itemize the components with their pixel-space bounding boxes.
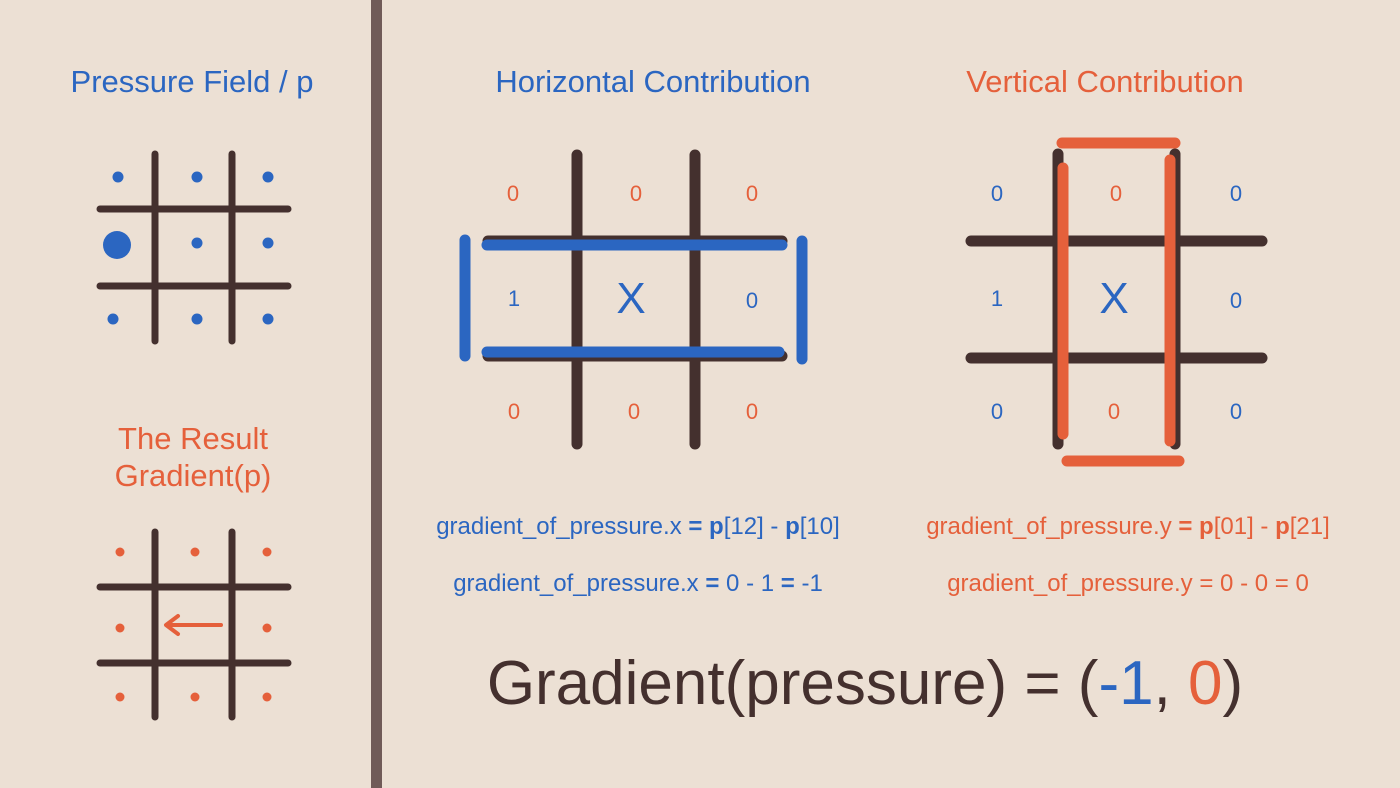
h-cell-20: 0: [507, 399, 521, 424]
horizontal-contribution-title: Horizontal Contribution: [495, 64, 811, 99]
h-cell-00: 0: [506, 181, 520, 206]
final-x-value: -1: [1098, 649, 1154, 718]
v-cell-02: 0: [1229, 181, 1243, 206]
y-result-a: 0: [1220, 570, 1234, 597]
y-formula-p2: p: [1275, 513, 1290, 540]
result-dot: [190, 547, 200, 557]
y-result-value: 0: [1295, 570, 1309, 597]
pressure-dot: [112, 171, 124, 183]
x-result: gradient_of_pressure.x = 0 - 1 = -1: [398, 570, 878, 598]
x-formula-p1: p: [709, 513, 724, 540]
x-result-b: 1: [760, 570, 775, 597]
y-result-equals: =: [1199, 570, 1214, 597]
x-formula-p2: p: [785, 513, 800, 540]
result-title-line2: Gradient(p): [114, 458, 272, 493]
horizontal-highlight: [459, 234, 808, 365]
pressure-dot: [262, 171, 274, 183]
y-formula-index1: [01]: [1213, 513, 1254, 540]
result-dot: [190, 692, 200, 702]
v-cell-20: 0: [990, 399, 1004, 424]
y-formula-index2: [21]: [1289, 513, 1330, 540]
h-cell-12: 0: [745, 288, 759, 313]
result-grid: [96, 528, 292, 721]
y-result-lhs: gradient_of_pressure.y: [947, 570, 1193, 597]
final-comma: ,: [1153, 649, 1189, 718]
pressure-dot: [191, 237, 203, 249]
y-result: gradient_of_pressure.y = 0 - 0 = 0: [888, 570, 1368, 598]
final-prefix: Gradient(pressure) = (: [486, 649, 1099, 718]
pressure-field-dots: [103, 171, 274, 325]
x-result-value: -1: [801, 570, 823, 597]
pressure-dot: [262, 237, 274, 249]
v-cell-21: 0: [1107, 399, 1121, 424]
vertical-highlight: [1056, 137, 1185, 467]
h-cell-21: 0: [627, 399, 641, 424]
result-dot: [115, 547, 125, 557]
final-y-value: 0: [1188, 649, 1223, 718]
v-cell-12: 0: [1229, 288, 1243, 313]
v-cell-11-target: X: [1099, 274, 1129, 323]
v-cell-10: 1: [990, 286, 1004, 311]
result-dot: [115, 692, 125, 702]
pressure-dot: [191, 313, 203, 325]
x-formula-index2: [10]: [799, 513, 840, 540]
y-formula-lhs: gradient_of_pressure.y: [926, 513, 1172, 540]
pressure-dot-large: [103, 231, 131, 259]
result-title-line1: The Result: [118, 421, 268, 456]
y-formula-p1: p: [1199, 513, 1214, 540]
pressure-dot: [191, 171, 203, 183]
y-result-minus: -: [1240, 570, 1249, 597]
y-formula: gradient_of_pressure.y = p[01] - p[21]: [888, 513, 1368, 541]
result-dot: [262, 692, 272, 702]
x-formula-equals: =: [688, 513, 703, 540]
x-formula-lhs: gradient_of_pressure.x: [436, 513, 682, 540]
y-formula-equals: =: [1178, 513, 1193, 540]
x-formula: gradient_of_pressure.x = p[12] - p[10]: [398, 513, 878, 541]
result-dot: [115, 623, 125, 633]
pressure-field-grid: [96, 150, 292, 345]
result-dots: [115, 547, 272, 702]
x-result-equals2: =: [780, 570, 795, 597]
final-suffix: ): [1222, 649, 1244, 718]
v-cell-22: 0: [1229, 399, 1243, 424]
final-gradient: Gradient(pressure) = (-1, 0): [0, 648, 1400, 719]
x-result-equals: =: [705, 570, 720, 597]
y-result-equals2: =: [1274, 570, 1289, 597]
h-cell-01: 0: [629, 181, 643, 206]
x-formula-index1: [12]: [723, 513, 764, 540]
panel-divider: [371, 0, 382, 788]
pressure-dot: [107, 313, 119, 325]
v-cell-01: 0: [1109, 181, 1123, 206]
h-cell-11-target: X: [616, 274, 646, 323]
x-result-a: 0: [726, 570, 740, 597]
v-cell-00: 0: [990, 181, 1004, 206]
result-dot: [262, 547, 272, 557]
x-result-lhs: gradient_of_pressure.x: [453, 570, 699, 597]
h-cell-22: 0: [745, 399, 759, 424]
arrow-left-icon: [164, 614, 223, 636]
x-formula-minus: -: [770, 513, 779, 540]
x-result-minus: -: [746, 570, 755, 597]
vertical-contribution-title: Vertical Contribution: [966, 64, 1244, 99]
result-dot: [262, 623, 272, 633]
h-cell-10: 1: [507, 286, 521, 311]
pressure-dot: [262, 313, 274, 325]
pressure-field-title: Pressure Field / p: [70, 64, 314, 99]
y-formula-minus: -: [1260, 513, 1269, 540]
h-cell-02: 0: [745, 181, 759, 206]
y-result-b: 0: [1254, 570, 1269, 597]
